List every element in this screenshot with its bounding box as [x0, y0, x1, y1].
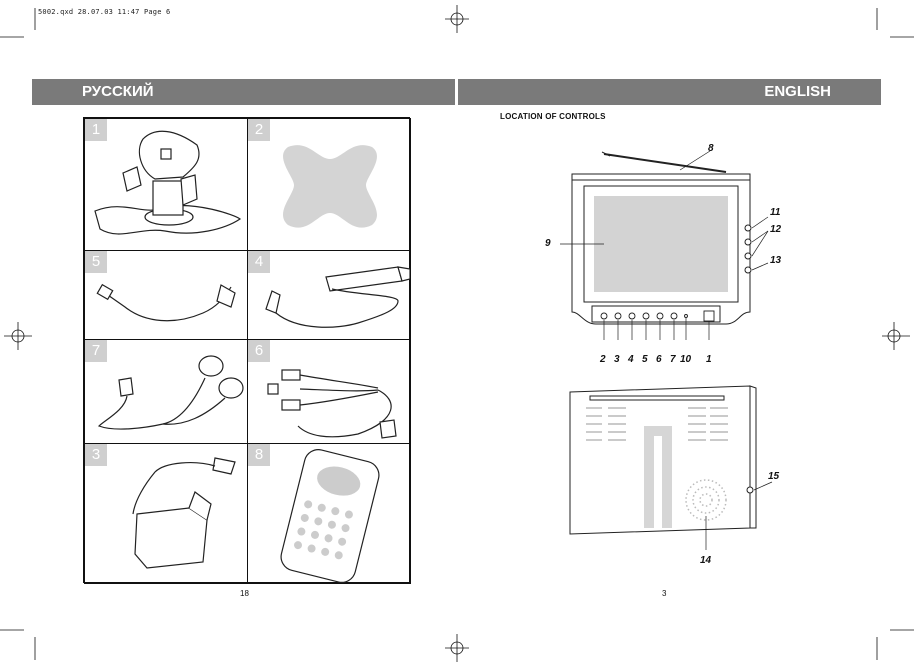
remote-illustration	[280, 449, 380, 583]
section-title: LOCATION OF CONTROLS	[500, 112, 606, 121]
panel-rca-cable: 6	[247, 339, 411, 444]
stand-illustration	[94, 130, 242, 235]
panel-earphones: 7	[84, 339, 248, 444]
car-adapter-illustration	[265, 266, 410, 328]
panel-number: 8	[248, 444, 270, 466]
callout-2: 2	[600, 354, 606, 365]
panel-number: 6	[248, 340, 270, 362]
callout-12: 12	[770, 224, 782, 235]
rca-cable-illustration	[267, 369, 397, 439]
panel-car-adapter: 4	[247, 250, 411, 340]
callout-5: 5	[642, 354, 648, 365]
tv-front-view	[560, 150, 769, 340]
callout-14: 14	[700, 555, 712, 566]
slug-line: 5002.qxd 28.07.03 11:47 Page 6	[38, 8, 171, 16]
ac-adapter-illustration	[132, 457, 236, 569]
callout-4: 4	[628, 354, 634, 365]
panel-stand: 1	[84, 118, 248, 251]
callout-15: 15	[768, 471, 780, 482]
callout-1: 1	[706, 354, 712, 365]
tv-back-view	[569, 385, 773, 550]
accessories-grid: 1 2 5	[83, 117, 411, 584]
panel-ac-adapter: 3	[84, 443, 248, 584]
panel-number: 7	[85, 340, 107, 362]
callout-13: 13	[770, 255, 782, 266]
callout-8: 8	[708, 143, 714, 154]
panel-number: 2	[248, 119, 270, 141]
header-english: ENGLISH	[764, 83, 831, 100]
panel-number: 3	[85, 444, 107, 466]
panel-number: 1	[85, 119, 107, 141]
registration-target-bottom	[445, 634, 469, 662]
registration-target-right	[882, 322, 910, 350]
panel-pad: 2	[247, 118, 411, 251]
header-bar-russian: РУССКИЙ	[32, 79, 455, 105]
callout-7: 7	[670, 354, 676, 365]
page-number-right: 3	[662, 589, 667, 598]
callout-3: 3	[614, 354, 620, 365]
panel-av-cable: 5	[84, 250, 248, 340]
panel-number: 4	[248, 251, 270, 273]
callout-6: 6	[656, 354, 662, 365]
callout-11: 11	[770, 207, 781, 218]
header-bar-english: ENGLISH	[458, 79, 881, 105]
callout-9: 9	[545, 238, 551, 249]
av-cable-illustration	[96, 283, 236, 322]
page-number-left: 18	[240, 589, 249, 598]
header-russian: РУССКИЙ	[82, 83, 154, 100]
panel-number: 5	[85, 251, 107, 273]
registration-target-top	[445, 5, 469, 33]
earphones-illustration	[97, 355, 244, 430]
registration-target-left	[4, 322, 32, 350]
pad-illustration	[283, 145, 377, 228]
callout-10: 10	[680, 354, 692, 365]
panel-remote: 8	[247, 443, 411, 584]
